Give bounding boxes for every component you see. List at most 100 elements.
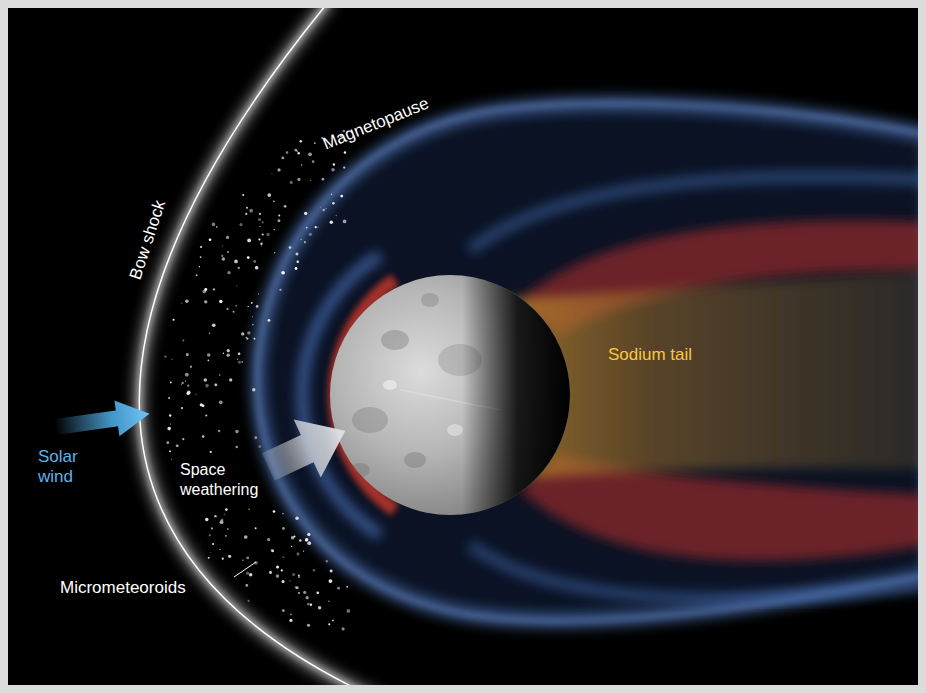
micrometeoroid-dot — [346, 586, 348, 588]
micrometeoroid-dot — [297, 261, 299, 263]
micrometeoroid-dot — [262, 234, 264, 236]
micrometeoroid-dot — [318, 606, 321, 609]
mercury-planet — [330, 275, 570, 515]
micrometeoroid-dot — [307, 603, 310, 606]
micrometeoroid-dot — [234, 260, 238, 264]
micrometeoroid-dot — [295, 516, 298, 519]
micrometeoroid-dot — [297, 178, 300, 181]
micrometeoroid-dot — [247, 239, 251, 243]
micrometeoroid-dot — [241, 332, 244, 335]
micrometeoroid-dot — [195, 394, 196, 395]
micrometeoroid-dot — [199, 266, 200, 267]
micrometeoroid-dot — [267, 193, 271, 197]
micrometeoroid-dot — [255, 527, 257, 529]
micrometeoroid-dot — [276, 565, 279, 568]
micrometeoroid-dot — [226, 236, 229, 239]
micrometeoroid-dot — [248, 508, 249, 509]
micrometeoroid-dot — [296, 552, 299, 555]
micrometeoroid-dot — [205, 384, 209, 388]
micrometeoroid-dot — [227, 251, 229, 253]
micrometeoroid-dot — [344, 151, 346, 153]
micrometeoroid-dot — [209, 534, 211, 536]
micrometeoroid-dot — [306, 227, 308, 229]
micrometeoroid-dot — [207, 353, 211, 357]
micrometeoroid-dot — [267, 538, 270, 541]
micrometeoroid-dot — [171, 458, 172, 459]
micrometeoroid-dot — [246, 572, 249, 575]
micrometeoroid-dot — [336, 215, 337, 216]
micrometeoroid-dot — [258, 445, 260, 447]
micrometeoroid-dot — [167, 427, 171, 431]
sodium-tail-label: Sodium tail — [608, 345, 692, 365]
micrometeoroid-dot — [224, 514, 225, 515]
micrometeoroid-dot — [258, 293, 259, 294]
micrometeoroid-dot — [307, 541, 311, 545]
micrometeoroid-dot — [337, 587, 340, 590]
micrometeoroid-dot — [233, 311, 235, 313]
micrometeoroid-dot — [284, 205, 287, 208]
micrometeoroid-dot — [164, 355, 166, 357]
micrometeoroid-dot — [310, 180, 311, 181]
micrometeoroid-dot — [255, 266, 259, 270]
micrometeoroid-dot — [332, 202, 335, 205]
micrometeoroid-dot — [259, 213, 261, 215]
micrometeoroid-dot — [222, 245, 223, 246]
micrometeoroid-dot — [214, 515, 216, 517]
micrometeoroid-dot — [328, 600, 330, 602]
micrometeoroid-dot — [246, 207, 248, 209]
micrometeoroid-dot — [260, 243, 262, 245]
micrometeoroid-dot — [235, 305, 237, 307]
micrometeoroid-dot — [268, 319, 271, 322]
micrometeoroid-dot — [170, 423, 171, 424]
micrometeoroid-dot — [218, 430, 220, 432]
micrometeoroid-dot — [314, 142, 316, 144]
micrometeoroid-dot — [204, 378, 208, 382]
micrometeoroid-dot — [182, 438, 184, 440]
micrometeoroid-dot — [290, 613, 292, 615]
micrometeoroid-dot — [289, 619, 292, 622]
micrometeoroid-dot — [252, 388, 255, 391]
micrometeoroid-dot — [210, 552, 211, 553]
micrometeoroid-dot — [282, 527, 285, 530]
micrometeoroid-dot — [266, 233, 269, 236]
micrometeoroid-dot — [331, 168, 335, 172]
micrometeoroid-dot — [254, 436, 257, 439]
micrometeoroid-dot — [312, 160, 315, 163]
micrometeoroid-dot — [237, 358, 238, 359]
micrometeoroid-dot — [247, 306, 248, 307]
micrometeoroid-dot — [317, 591, 320, 594]
micrometeoroid-dot — [209, 333, 211, 335]
micrometeoroid-dot — [261, 245, 262, 246]
magnetopause-edge — [257, 103, 918, 621]
micrometeoroid-dot — [273, 510, 276, 513]
micrometeoroid-dot — [273, 200, 275, 202]
micrometeoroid-dot — [303, 551, 304, 552]
micrometeoroid-dot — [212, 323, 216, 327]
micrometeoroids-label: Micrometeoroids — [60, 578, 186, 598]
micrometeoroid-dot — [277, 168, 280, 171]
micrometeoroid-dot — [301, 239, 302, 240]
micrometeoroid-dot — [166, 441, 169, 444]
micrometeoroid-dot — [205, 518, 208, 521]
micrometeoroid-dot — [278, 214, 280, 216]
micrometeoroid-dot — [298, 576, 300, 578]
micrometeoroid-dot — [169, 414, 171, 416]
micrometeoroid-dot — [227, 271, 230, 274]
micrometeoroid-dot — [258, 218, 261, 221]
micrometeoroid-dot — [183, 340, 185, 342]
micrometeoroid-dot — [185, 373, 189, 377]
micrometeoroid-dot — [317, 227, 318, 228]
micrometeoroid-dot — [276, 574, 280, 578]
micrometeoroid-dot — [241, 361, 243, 363]
micrometeoroid-dot — [247, 256, 250, 259]
micrometeoroid-dot — [223, 353, 224, 354]
solar-wind-label: Solar wind — [38, 447, 100, 487]
micrometeoroid-dot — [170, 382, 172, 384]
micrometeoroid-dot — [305, 538, 308, 541]
micrometeoroid-dot — [214, 383, 217, 386]
micrometeoroid-dot — [228, 555, 231, 558]
micrometeoroid-dot — [304, 212, 307, 215]
micrometeoroid-dot — [256, 305, 259, 308]
micrometeoroid-dot — [187, 385, 189, 387]
micrometeoroid-dot — [332, 620, 334, 622]
